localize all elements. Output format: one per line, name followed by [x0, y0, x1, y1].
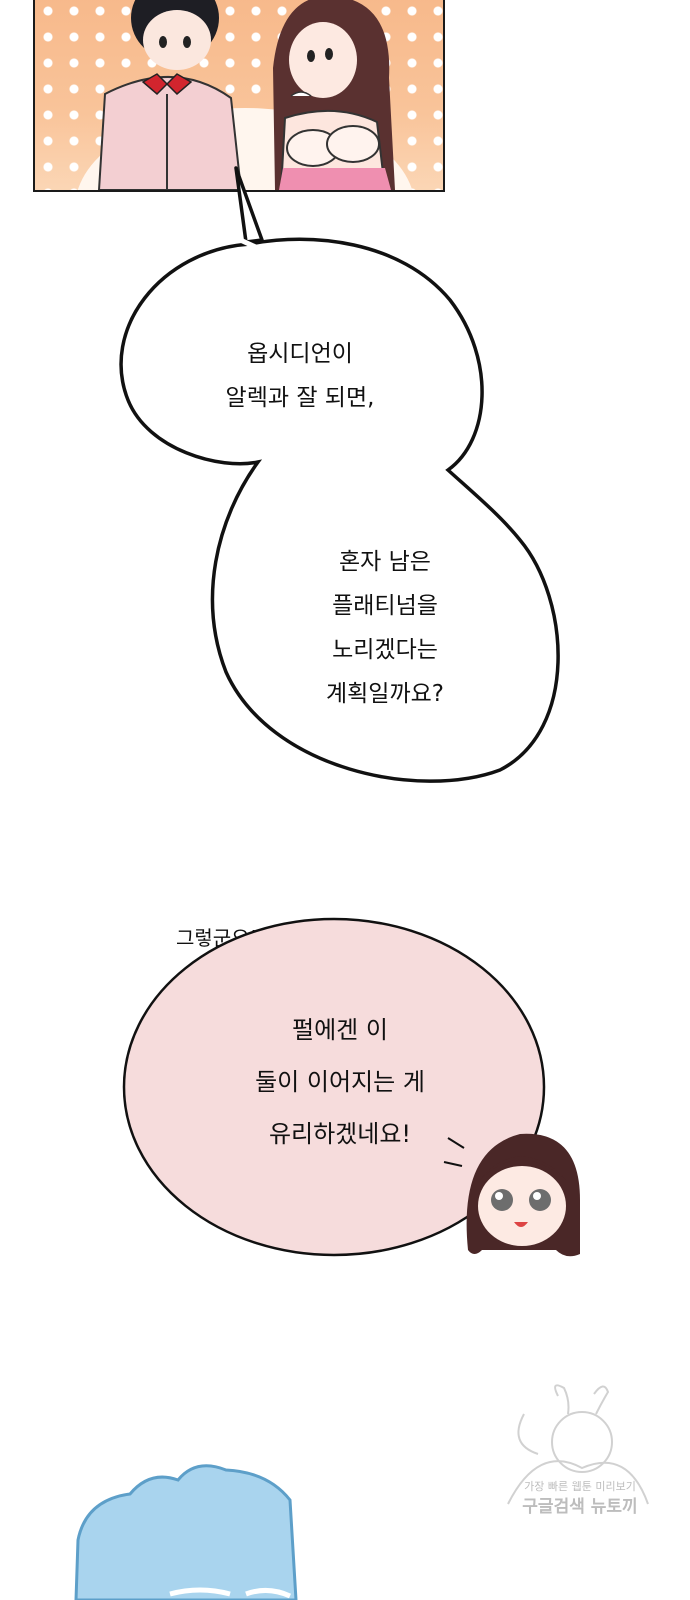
- characters-illustration: [97, 0, 395, 190]
- bubble1-line: 알렉과 잘 되면,: [225, 385, 375, 411]
- bubble1-line: 노리겠다는: [332, 637, 438, 663]
- bubble-outline: [119, 237, 560, 783]
- bubble1-text-top: 옵시디언이 알렉과 잘 되면,: [170, 332, 430, 420]
- blue-cloud-text-fragment: [169, 1587, 292, 1599]
- speech-bubble-large: [119, 166, 560, 783]
- surprise-lines: [443, 1137, 465, 1167]
- boy-character: [97, 0, 243, 190]
- bubble2-line: 둘이 이어지는 게: [255, 1068, 425, 1096]
- bubble2-line: 유리하겠네요!: [268, 1120, 412, 1148]
- watermark-line2: 구글검색 뉴토끼: [522, 1497, 638, 1517]
- chibi-girl: [443, 1133, 580, 1257]
- bubble1-line: 계획일까요?: [325, 681, 444, 707]
- bubble2-line: 펄에겐 이: [292, 1016, 388, 1044]
- speech-bubble-pink: [122, 917, 546, 1257]
- bubble1-text-bottom: 혼자 남은 플래티넘을 노리겠다는 계획일까요?: [270, 540, 500, 716]
- watermark-mascot: [507, 1384, 649, 1505]
- girl-character: [273, 0, 395, 190]
- bubble1-line: 옵시디언이: [247, 341, 353, 367]
- bubble2-text: 펄에겐 이 둘이 이어지는 게 유리하겠네요!: [200, 1004, 480, 1160]
- bubble-tail: [234, 166, 264, 244]
- blue-cloud-shape: [74, 1464, 298, 1600]
- comic-panel-top: [33, 0, 445, 192]
- bubble1-line: 플래티넘을: [332, 593, 438, 619]
- bubble1-line: 혼자 남은: [339, 549, 431, 575]
- watermark-line1: 가장 빠른 웹툰 미리보기: [524, 1480, 636, 1493]
- pink-bubble-shape: [122, 917, 546, 1257]
